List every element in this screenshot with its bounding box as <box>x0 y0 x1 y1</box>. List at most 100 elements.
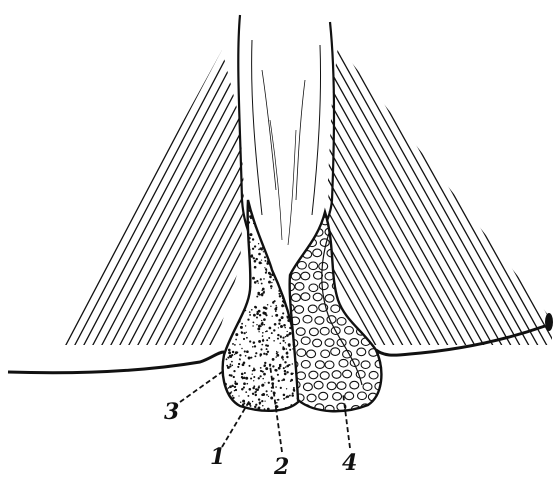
stipple-dot <box>240 285 242 287</box>
stipple-dot <box>224 306 226 308</box>
stipple-dot <box>238 271 240 273</box>
stipple-dot <box>222 206 225 209</box>
stipple-dot <box>228 357 229 358</box>
stipple-dot <box>224 307 225 308</box>
stipple-dot <box>228 212 231 215</box>
stipple-dot <box>272 301 274 303</box>
stipple-dot <box>285 233 288 236</box>
stipple-dot <box>255 394 257 396</box>
stipple-dot <box>246 337 248 339</box>
stipple-dot <box>232 277 234 279</box>
stipple-dot <box>301 216 304 219</box>
stipple-dot <box>231 238 234 241</box>
stipple-dot <box>225 200 227 202</box>
stipple-dot <box>221 231 223 233</box>
stipple-dot <box>235 389 237 391</box>
stipple-dot <box>276 351 277 352</box>
stipple-dot <box>291 394 294 397</box>
stipple-dot <box>252 393 254 395</box>
stipple-dot <box>221 275 224 278</box>
stipple-dot <box>287 261 288 262</box>
stipple-dot <box>223 304 226 307</box>
stipple-dot <box>278 327 279 328</box>
stipple-dot <box>244 269 246 271</box>
stipple-dot <box>273 242 275 244</box>
stipple-dot <box>226 234 228 236</box>
stipple-dot <box>227 306 228 307</box>
stipple-dot <box>241 239 244 242</box>
stipple-dot <box>252 401 253 402</box>
stipple-dot <box>243 231 246 234</box>
hatch-line <box>419 20 553 360</box>
stipple-dot <box>275 215 277 217</box>
stipple-dot <box>239 354 241 356</box>
stipple-dot <box>241 348 242 349</box>
stipple-dot <box>232 238 234 240</box>
stipple-dot <box>286 365 289 368</box>
stipple-dot <box>243 382 246 385</box>
stipple-dot <box>303 205 306 208</box>
stipple-dot <box>234 304 236 306</box>
stipple-dot <box>240 231 242 233</box>
stipple-dot <box>283 273 285 275</box>
stipple-dot <box>302 237 303 238</box>
stipple-dot <box>256 312 259 315</box>
stipple-dot <box>303 201 305 203</box>
stipple-dot <box>230 363 232 365</box>
stipple-dot <box>220 362 222 364</box>
stipple-dot <box>250 255 253 258</box>
stipple-dot <box>300 250 302 252</box>
stipple-dot <box>283 367 285 369</box>
stipple-dot <box>255 258 257 260</box>
stipple-dot <box>258 203 260 205</box>
stipple-dot <box>284 205 286 207</box>
stipple-dot <box>244 263 246 265</box>
hatch-line <box>0 0 78 360</box>
stipple-dot <box>288 344 290 346</box>
label-4: 4 <box>342 450 357 476</box>
stipple-dot <box>245 377 248 380</box>
stipple-dot <box>296 222 298 224</box>
stipple-dot <box>268 382 270 384</box>
cell <box>301 228 310 236</box>
stipple-dot <box>273 340 275 342</box>
cell <box>339 295 348 303</box>
stipple-dot <box>240 225 242 227</box>
stipple-dot <box>238 395 239 396</box>
stipple-dot <box>225 273 227 275</box>
stipple-dot <box>221 291 224 294</box>
stipple-dot <box>291 379 294 382</box>
stipple-dot <box>285 208 287 210</box>
stipple-dot <box>282 337 284 339</box>
stipple-dot <box>260 370 262 372</box>
stipple-dot <box>278 203 281 206</box>
stipple-dot <box>229 266 231 268</box>
stipple-dot <box>256 296 258 298</box>
stipple-dot <box>278 319 280 321</box>
cell <box>387 360 396 368</box>
stipple-dot <box>232 206 234 208</box>
stipple-dot <box>268 337 270 339</box>
stipple-dot <box>222 240 225 243</box>
hatch-line <box>0 0 105 360</box>
stipple-dot <box>253 223 254 224</box>
stipple-dot <box>267 260 269 262</box>
stipple-dot <box>229 270 230 271</box>
stipple-dot <box>265 230 267 232</box>
stipple-dot <box>225 289 226 290</box>
stipple-dot <box>220 319 222 321</box>
stipple-dot <box>244 372 246 374</box>
stipple-dot <box>228 349 231 352</box>
stipple-dot <box>245 391 247 393</box>
stipple-dot <box>264 267 265 268</box>
stipple-dot <box>244 332 246 334</box>
stipple-dot <box>243 225 245 227</box>
stipple-dot <box>229 264 230 265</box>
stipple-dot <box>233 370 235 372</box>
stipple-dot <box>245 251 247 253</box>
stipple-dot <box>272 250 275 253</box>
stipple-dot <box>244 203 246 205</box>
stipple-dot <box>298 405 299 406</box>
stipple-dot <box>223 400 225 402</box>
stipple-dot <box>227 326 229 328</box>
